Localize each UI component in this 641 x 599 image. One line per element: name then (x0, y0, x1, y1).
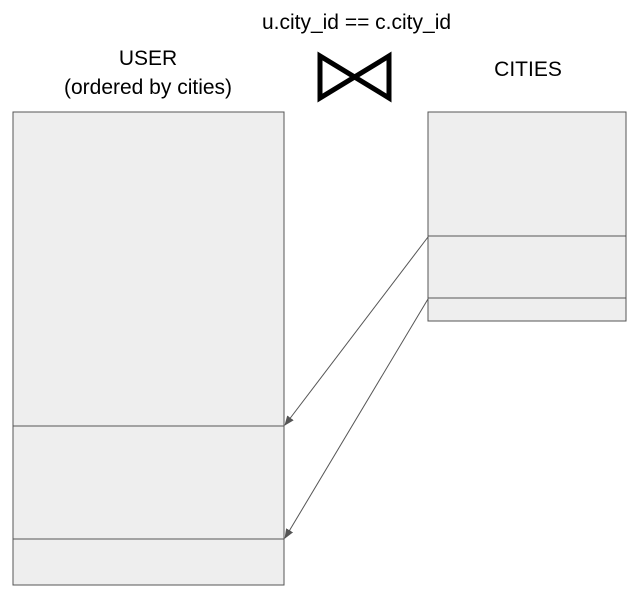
cities-table-title: CITIES (494, 58, 562, 81)
bowtie-join-icon (317, 51, 392, 103)
cities-table-row-1 (427, 235, 627, 299)
user-table-matched-rows-block-1 (12, 425, 285, 540)
user-table-subtitle: (ordered by cities) (63, 76, 233, 99)
cities-table (427, 111, 627, 322)
cities-table-row-2 (427, 297, 627, 322)
join-condition-label: u.city_id == c.city_id (261, 11, 452, 34)
user-table (12, 111, 285, 586)
user-table-rows-block (12, 111, 285, 427)
join-arrow-1 (284, 236, 429, 426)
user-table-title: USER (118, 47, 178, 70)
join-arrow-2 (284, 298, 429, 539)
cities-table-rows-block (427, 111, 627, 237)
user-table-matched-rows-block-2 (12, 538, 285, 586)
